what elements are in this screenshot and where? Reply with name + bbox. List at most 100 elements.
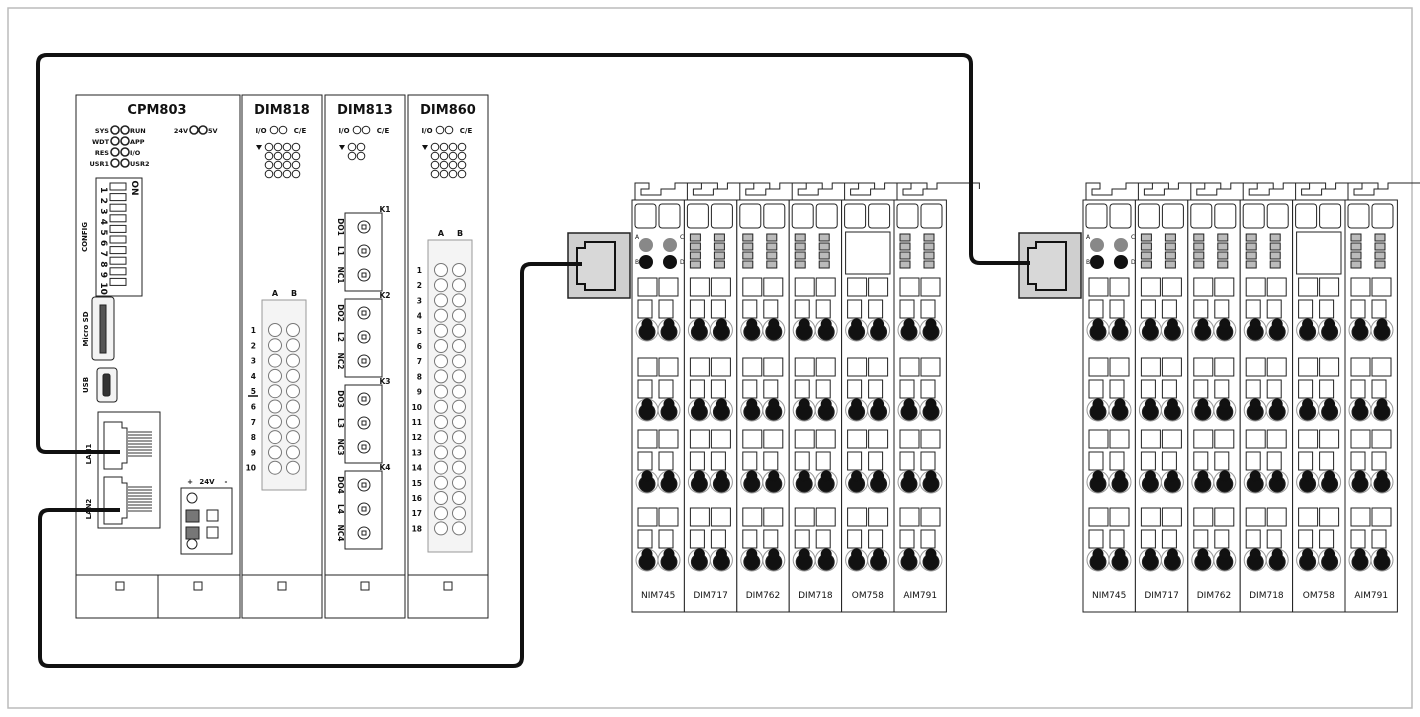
release-button [1214,277,1235,297]
latch-icon [193,581,203,591]
connector-screw [186,538,198,550]
terminal-screw-top [641,318,653,330]
channel-led [1193,251,1205,260]
dip-switch[interactable] [109,214,127,223]
release-button [1161,299,1177,319]
channel-led [1245,233,1257,242]
terminal-clamp [452,491,466,505]
terminal-clamp [452,354,466,369]
row-label: 1 [417,266,422,275]
release-button [920,299,936,319]
channel-led [457,142,467,152]
dip-number: 1 [98,187,108,193]
release-button [1266,451,1282,471]
dip-switch[interactable] [109,182,127,191]
dip-switch[interactable] [109,277,127,286]
terminal-clamp [452,430,466,445]
module-name: DIM718 [798,591,833,601]
release-button [637,379,653,399]
terminal-clamp [434,475,448,490]
status-led [352,125,362,135]
relay-label: K1 [379,205,390,214]
release-button [1350,357,1371,377]
terminal-screw-top [663,318,675,330]
top-clip [920,203,943,229]
row-label: 17 [412,509,422,518]
channel-led [818,260,830,269]
rail-hook [1190,182,1274,200]
dip-switch[interactable] [109,193,127,202]
release-button [763,451,779,471]
release-button [689,451,705,471]
column-label: A [438,229,445,238]
dip-switch[interactable] [109,256,127,265]
terminal-clamp [268,368,282,383]
dip-switch[interactable] [109,246,127,255]
dip-switch[interactable] [109,203,127,212]
top-clip [739,203,762,229]
release-button [1319,299,1335,319]
release-button [920,379,936,399]
channel-led [273,151,283,161]
terminal-clamp [452,445,466,460]
led-label: WDT [92,138,110,146]
ethernet-cable-lan1 [36,53,1030,454]
nim-led [1090,255,1104,269]
terminal-screw-top [851,470,863,482]
terminal-screw-top [1271,548,1283,560]
terminal-clamp [286,338,300,353]
release-button [1371,379,1387,399]
release-button [1245,277,1266,297]
io-module: DIM717 [1134,182,1222,613]
terminal-clamp [434,369,448,384]
terminal-screw-top [641,548,653,560]
row-label: 10 [412,403,422,412]
led-label: RES [95,149,109,157]
terminal-screw-top [768,470,780,482]
io-module: DIM718 [788,182,876,613]
release-button [899,277,920,297]
release-button [1193,429,1214,449]
cpu-title: CPM803 [127,103,186,118]
terminal-clamp [452,308,466,323]
release-button [1088,277,1109,297]
channel-led [1217,260,1229,269]
terminal-screw-top [1166,318,1178,330]
dip-switch[interactable] [109,267,127,276]
rj45-jack [103,421,128,470]
terminal-clamp [434,308,448,323]
release-button [1298,529,1314,549]
io-module: OM758 [1292,182,1379,613]
release-button [1109,451,1125,471]
terminal-clamp [286,323,300,337]
channel-led [1374,260,1386,269]
column-label: B [291,289,297,298]
terminal-screw-top [1092,318,1104,330]
dip-number: 4 [98,219,108,225]
terminal-clamp [434,430,448,445]
top-clip [1137,203,1160,229]
terminal-screw-top [1219,470,1231,482]
row-label: 6 [251,403,256,412]
spring-clamp [185,509,200,523]
release-button [868,277,889,297]
pin-dot [361,444,367,450]
release-button [1193,379,1209,399]
row-label: 3 [251,357,256,366]
dip-switch[interactable] [109,235,127,244]
channel-led [291,151,301,161]
channel-led [439,169,449,179]
release-button [847,451,863,471]
terminal-screw-top [1166,548,1178,560]
status-led [120,125,130,135]
status-led [435,125,445,135]
release-button [1298,451,1314,471]
row-label: 10 [246,464,256,473]
dip-switch[interactable] [109,224,127,233]
release-button [920,357,941,377]
release-button [1266,357,1287,377]
terminal-screw-top [1376,318,1388,330]
status-led [269,125,279,135]
terminal-clamp [452,339,466,353]
